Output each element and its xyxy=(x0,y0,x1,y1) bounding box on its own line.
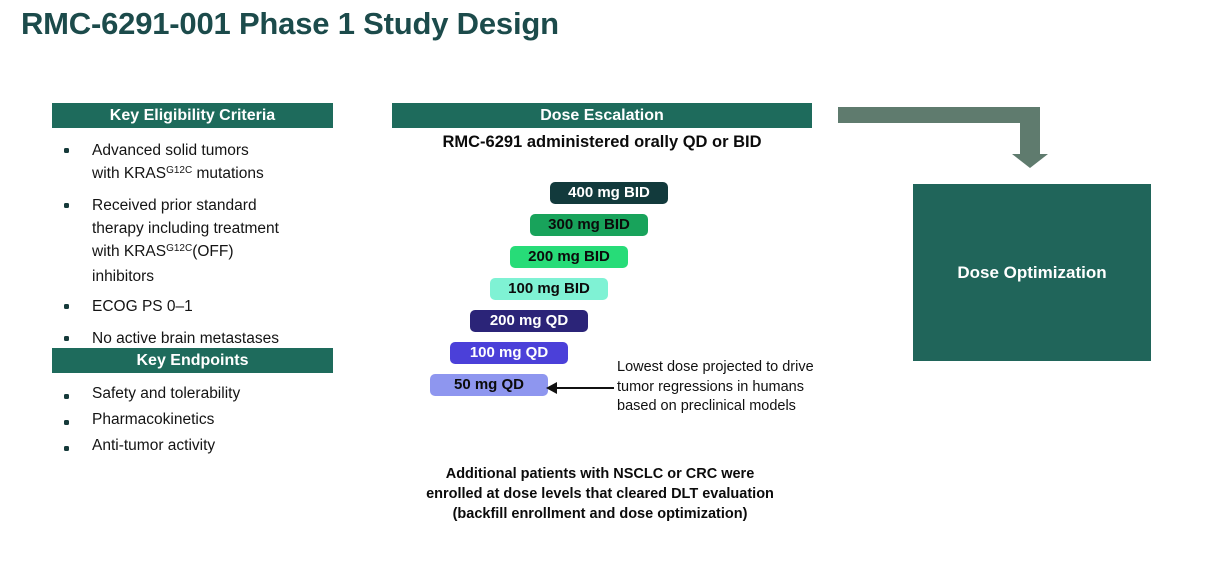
bullet-dot-icon xyxy=(64,420,69,425)
page-title: RMC-6291-001 Phase 1 Study Design xyxy=(21,6,559,41)
dose-box-300mg-bid: 300 mg BID xyxy=(530,214,648,236)
bullet-dot-icon xyxy=(64,446,69,451)
list-item: Pharmacokinetics xyxy=(58,411,348,429)
flow-arrow-icon xyxy=(1020,107,1040,155)
endpoint-item-text: Anti-tumor activity xyxy=(92,437,216,454)
dose-escalation-subtitle: RMC-6291 administered orally QD or BID xyxy=(442,133,762,151)
list-item: No active brain metastases xyxy=(58,327,348,352)
dose-box-400mg-bid: 400 mg BID xyxy=(550,182,668,204)
bullet-dot-icon xyxy=(64,148,69,153)
eligibility-item-text: Advanced solid tumors with KRASG12C muta… xyxy=(92,142,264,182)
list-item: Anti-tumor activity xyxy=(58,437,348,455)
eligibility-item-text: No active brain metastases xyxy=(92,330,279,347)
dose-optimization-label: Dose Optimization xyxy=(957,262,1107,282)
bullet-dot-icon xyxy=(64,336,69,341)
dose-box-50mg-qd: 50 mg QD xyxy=(430,374,548,396)
endpoint-item-text: Pharmacokinetics xyxy=(92,411,215,428)
annotation-arrowhead-icon xyxy=(546,382,557,394)
dose-optimization-box: Dose Optimization xyxy=(913,184,1151,361)
endpoints-list: Safety and tolerability Pharmacokinetics… xyxy=(58,385,348,455)
list-item: Received prior standard therapy includin… xyxy=(58,194,348,288)
annotation-arrow-icon xyxy=(556,387,614,389)
dose-ladder: 400 mg BID 300 mg BID 200 mg BID 100 mg … xyxy=(430,182,670,398)
flow-arrow-icon xyxy=(838,107,1040,123)
bullet-dot-icon xyxy=(64,304,69,309)
eligibility-item-text: Received prior standard therapy includin… xyxy=(92,197,279,285)
bullet-dot-icon xyxy=(64,394,69,399)
dose-box-100mg-bid: 100 mg BID xyxy=(490,278,608,300)
backfill-footnote: Additional patients with NSCLC or CRC we… xyxy=(426,466,774,522)
endpoints-header-bar: Key Endpoints xyxy=(52,348,333,373)
list-item: Safety and tolerability xyxy=(58,385,348,403)
list-item: Advanced solid tumors with KRASG12C muta… xyxy=(58,139,348,187)
endpoint-item-text: Safety and tolerability xyxy=(92,385,241,402)
eligibility-header-bar: Key Eligibility Criteria xyxy=(52,103,333,128)
eligibility-item-text: ECOG PS 0–1 xyxy=(92,298,193,315)
bullet-dot-icon xyxy=(64,203,69,208)
annotation-text: Lowest dose projected to drive tumor reg… xyxy=(617,359,814,414)
list-item: ECOG PS 0–1 xyxy=(58,295,348,320)
dose-box-200mg-qd: 200 mg QD xyxy=(470,310,588,332)
dose-box-100mg-qd: 100 mg QD xyxy=(450,342,568,364)
dose-box-200mg-bid: 200 mg BID xyxy=(510,246,628,268)
eligibility-list: Advanced solid tumors with KRASG12C muta… xyxy=(58,139,348,352)
flow-arrowhead-icon xyxy=(1012,154,1048,168)
dose-escalation-header-bar: Dose Escalation xyxy=(392,103,812,128)
